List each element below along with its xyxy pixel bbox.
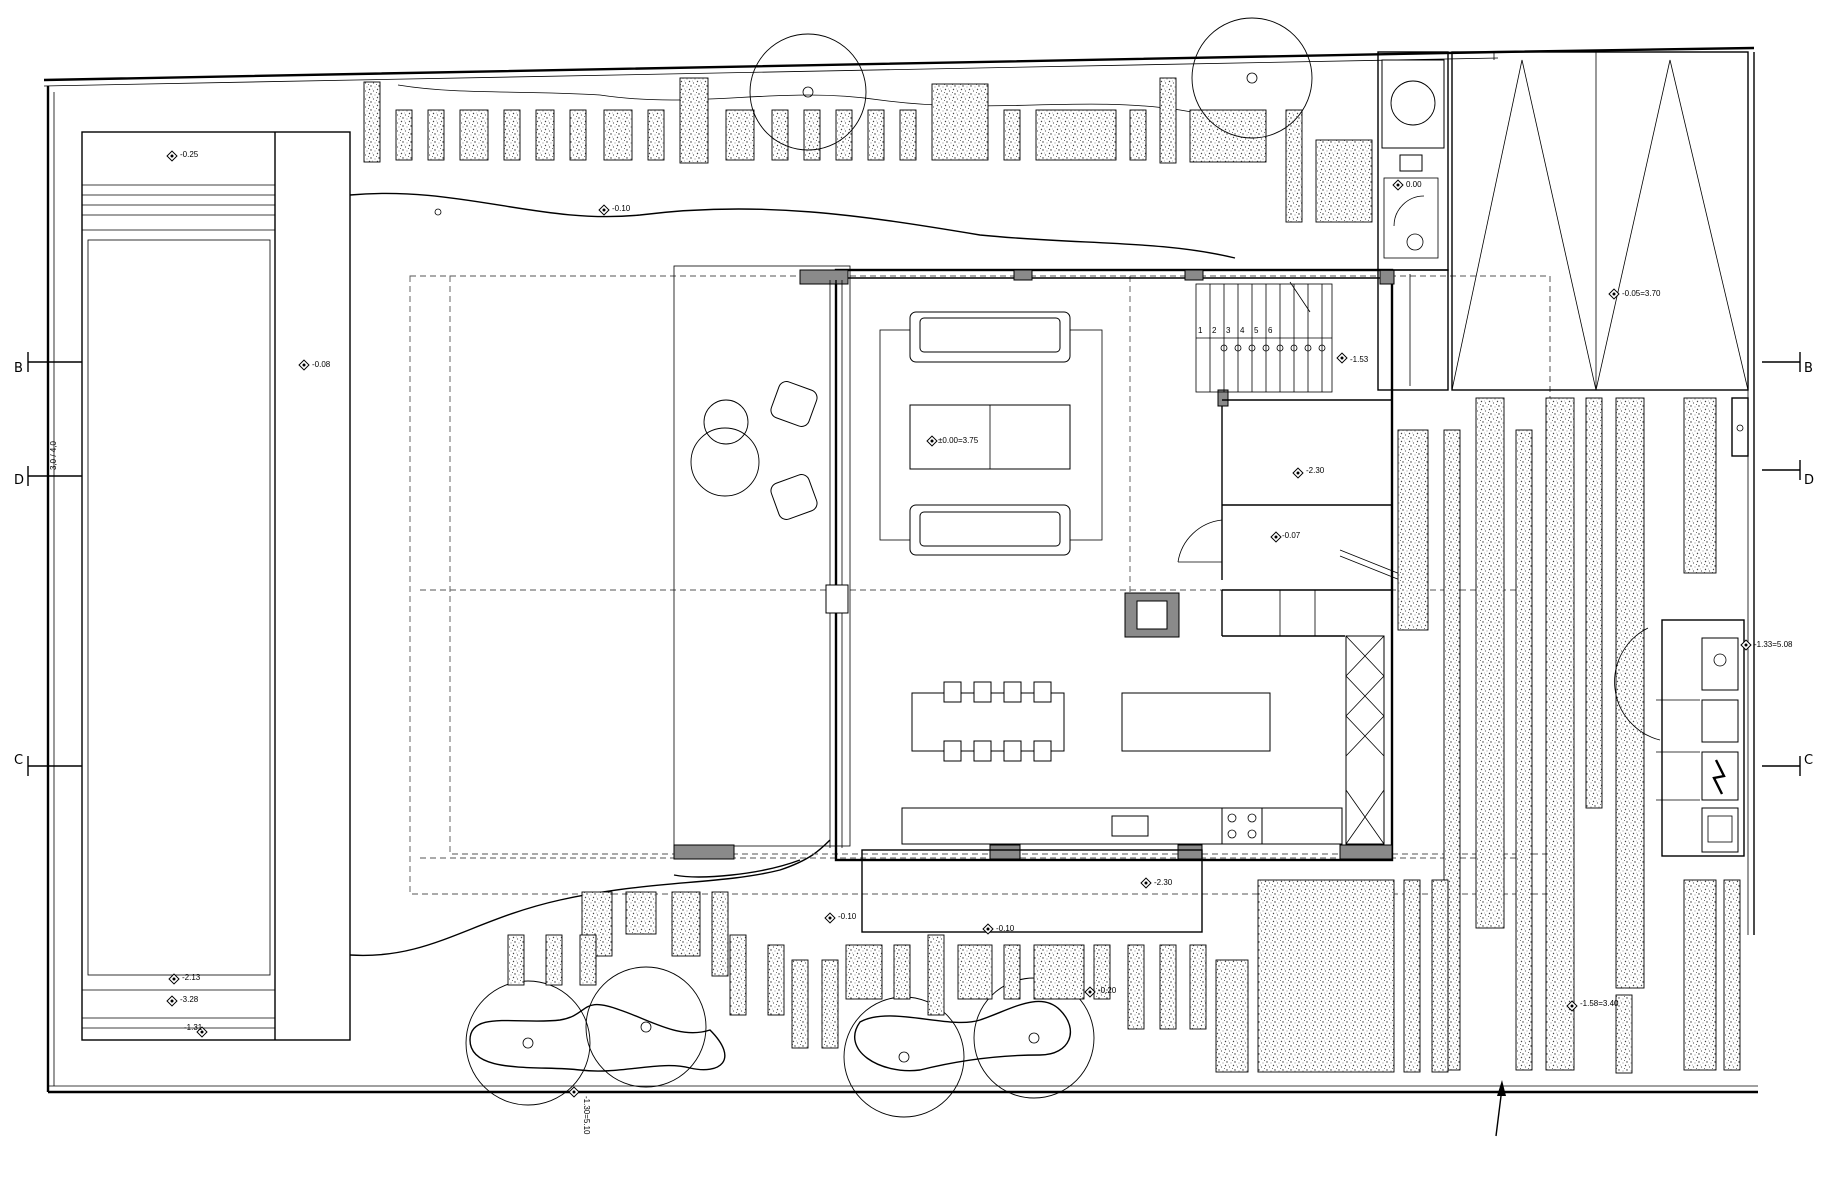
- stair-number-6: 6: [1268, 326, 1273, 335]
- section-marker-d-west: D: [14, 473, 24, 488]
- level-diamond-icon: [1336, 352, 1348, 364]
- section-marker-b-east: B: [1804, 361, 1813, 376]
- pool-side-label: 3,0 / 4,0: [49, 441, 58, 470]
- level-diamond-icon: [1084, 986, 1096, 998]
- level-south-b: -0.10: [996, 924, 1015, 933]
- section-marker-c-east: C: [1804, 753, 1813, 768]
- section-markers: B D C B D C: [14, 352, 1814, 776]
- level-stair-landing: -1.53: [1350, 355, 1369, 364]
- stair-number-1: 1: [1198, 326, 1203, 335]
- stair-number-2: 2: [1212, 326, 1217, 335]
- level-diamond-icon: [1392, 179, 1404, 191]
- house: 1 2 3 4 5 6: [673, 265, 1401, 933]
- section-marker-d-east: D: [1804, 473, 1814, 488]
- lawn-edges: [349, 84, 1256, 957]
- level-living: ±0.00=3.75: [938, 436, 979, 445]
- level-east-strip: -1.33=5.08: [1754, 640, 1793, 649]
- level-entry-box: 0.00: [1406, 180, 1422, 189]
- level-east-garden: -1.58=3.40: [1580, 999, 1619, 1008]
- level-diamond-icon: [598, 204, 610, 216]
- section-marker-b-west: B: [14, 361, 23, 376]
- level-diamond-icon: [166, 995, 178, 1007]
- pool: 3,0 / 4,0: [49, 131, 351, 1041]
- south-paving-strips: [507, 879, 1633, 1074]
- level-pool-steps-1: -2.13: [182, 973, 201, 982]
- level-garage: -0.05=3.70: [1622, 289, 1661, 298]
- level-diamond-icon: [1292, 467, 1304, 479]
- stair-number-4: 4: [1240, 326, 1245, 335]
- stair-number-5: 5: [1254, 326, 1259, 335]
- staircase: 1 2 3 4 5 6: [1195, 281, 1333, 393]
- trees: [434, 17, 1313, 1118]
- north-arrow-icon: [1495, 1080, 1506, 1137]
- level-pool: -0.08: [312, 360, 331, 369]
- stair-number-3: 3: [1226, 326, 1231, 335]
- level-lawn-north: -0.10: [612, 204, 631, 213]
- level-diamond-icon: [298, 359, 310, 371]
- level-room-east: -2.30: [1306, 466, 1325, 475]
- garage-block: [1377, 51, 1749, 391]
- level-diamond-icon: [1740, 639, 1752, 651]
- east-paving-strips: [1397, 397, 1749, 1071]
- level-pool-steps-3: -1.31: [184, 1023, 203, 1032]
- level-diamond-icon: [1270, 531, 1282, 543]
- level-diamond-icon: [168, 973, 180, 985]
- roof-overhang: [409, 275, 1551, 895]
- level-diamond-icon: [1608, 288, 1620, 300]
- level-south-path: -0.20: [1098, 986, 1117, 995]
- level-diamond-icon: [166, 150, 178, 162]
- level-pool-top: -0.25: [180, 150, 199, 159]
- section-marker-c-west: C: [14, 753, 23, 768]
- level-diamond-icon: [824, 912, 836, 924]
- level-diamond-icon: [1140, 877, 1152, 889]
- level-pool-steps-2: -3.28: [180, 995, 199, 1004]
- level-entry: -0.07: [1282, 531, 1301, 540]
- level-labels: -0.25 -0.10 -0.08 ±0.00=3.75 -1.53 -2.30…: [166, 150, 1793, 1135]
- north-paving-strips: [363, 77, 1373, 223]
- level-site-edge: -1.30=5.10: [582, 1096, 591, 1135]
- level-south-a: -0.10: [838, 912, 857, 921]
- level-terrace-south: -2.30: [1154, 878, 1173, 887]
